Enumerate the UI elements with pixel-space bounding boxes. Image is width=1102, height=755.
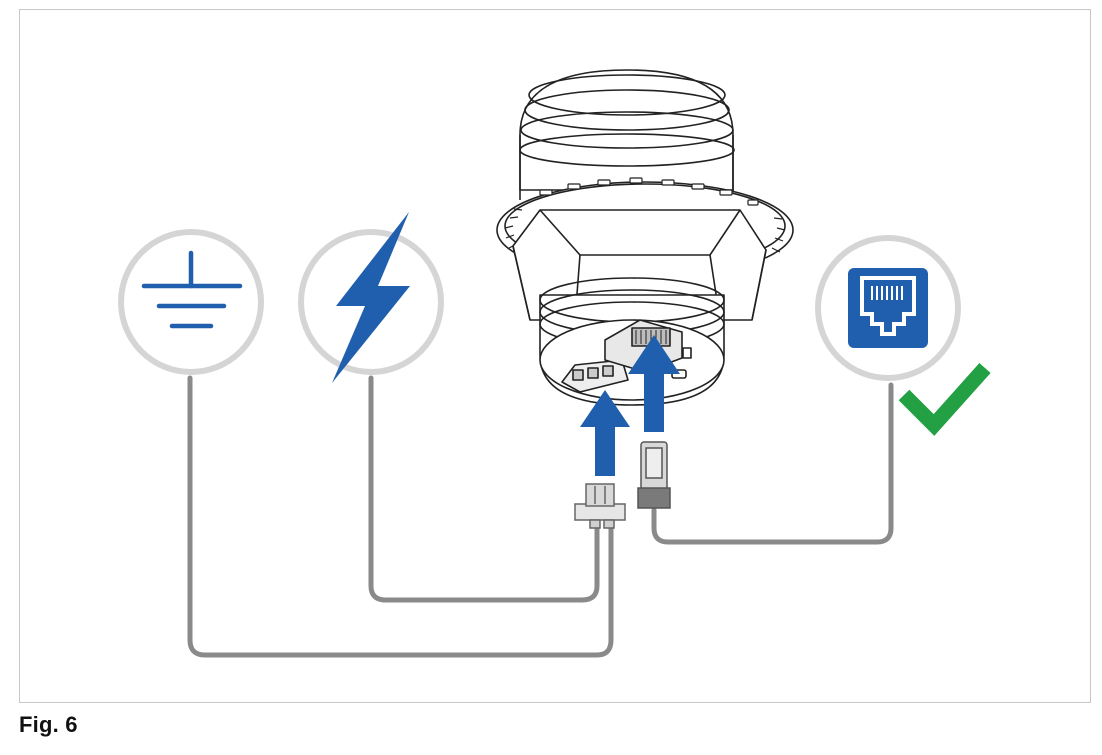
figure-frame	[19, 9, 1091, 703]
ethernet-insert-arrow	[628, 335, 680, 432]
ground-cable	[187, 375, 614, 658]
cables	[187, 375, 894, 658]
device	[496, 69, 794, 406]
power-insert-arrow	[580, 390, 630, 476]
ground-symbol	[118, 229, 264, 375]
checkmark-icon	[898, 362, 991, 436]
ethernet-cable	[651, 382, 894, 545]
power-terminal	[561, 359, 629, 393]
ethernet-port-icon	[860, 276, 916, 336]
ground-icon	[141, 250, 243, 329]
lightning-icon	[332, 212, 410, 383]
ethernet-plug	[637, 441, 671, 509]
power-cable	[368, 375, 600, 603]
power-plug	[574, 483, 626, 529]
figure-caption: Fig. 6	[19, 712, 78, 737]
insert-arrows	[580, 335, 680, 476]
ethernet-symbol	[815, 235, 961, 381]
power-symbol	[298, 212, 444, 383]
wiring-diagram	[118, 69, 991, 658]
